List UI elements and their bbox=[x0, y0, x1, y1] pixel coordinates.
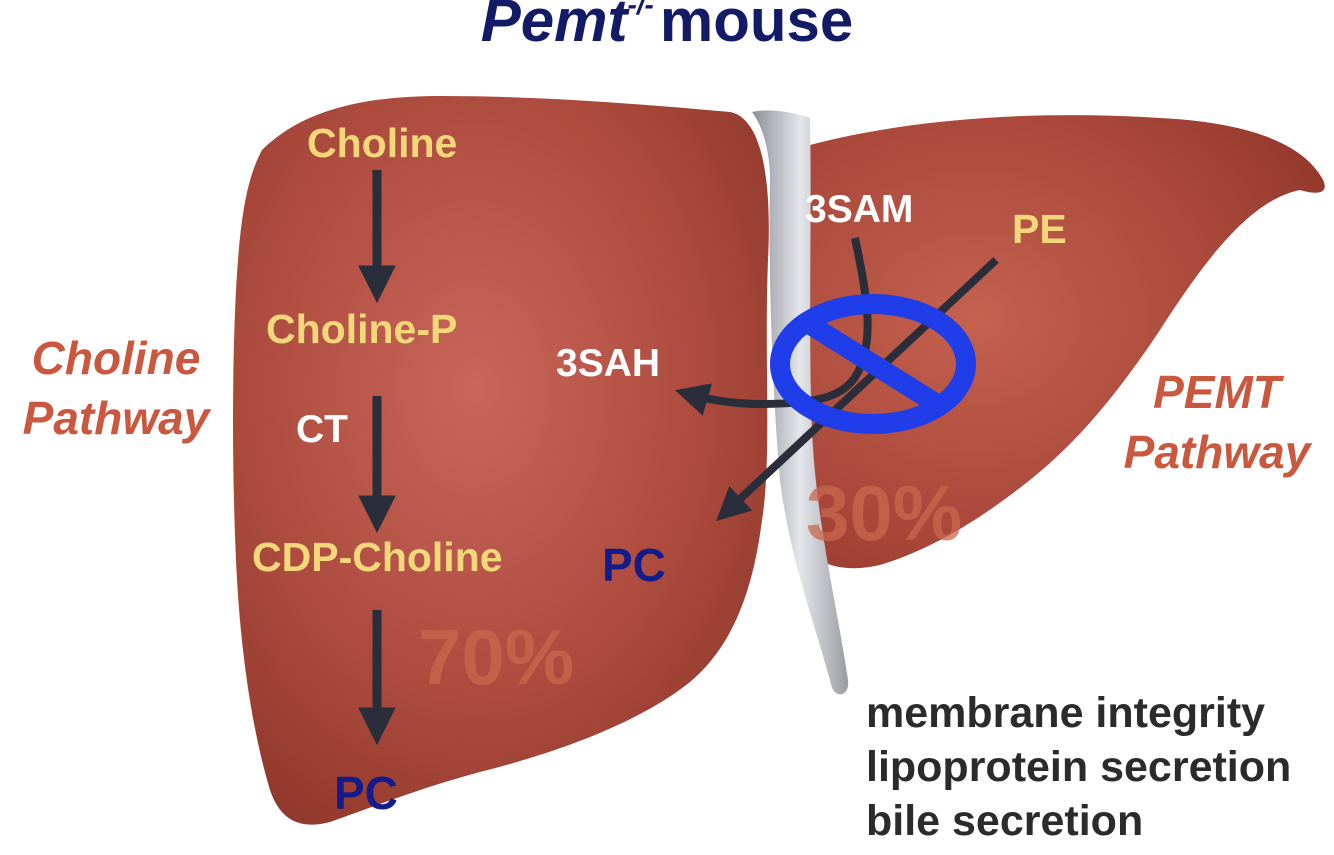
choline-label: Choline bbox=[307, 120, 458, 166]
choline-pathway-label: Choline Pathway bbox=[22, 332, 210, 444]
pemt-pathway-percent: 30% bbox=[806, 469, 963, 557]
pemt-pathway-label: PEMT Pathway bbox=[1123, 366, 1311, 478]
page-title: Pemt-/-mouse bbox=[480, 0, 854, 54]
function-item: lipoprotein secretion bbox=[866, 743, 1292, 791]
pe-label: PE bbox=[1012, 206, 1067, 252]
sam-label: 3SAM bbox=[805, 188, 914, 231]
liver-right-lobe bbox=[786, 115, 1325, 569]
sah-label: 3SAH bbox=[556, 342, 661, 385]
cdp-choline-label: CDP-Choline bbox=[252, 534, 503, 580]
functions-list: membrane integrity lipoprotein secretion… bbox=[866, 686, 1291, 848]
blocked-enzyme-icon bbox=[770, 294, 976, 434]
pc-product-choline-label: PC bbox=[334, 767, 398, 819]
function-item: membrane integrity bbox=[866, 689, 1266, 737]
pe-to-pc-arrow bbox=[716, 257, 999, 522]
pc-product-pemt-label: PC bbox=[602, 539, 666, 591]
choline-phosphate-label: Choline-P bbox=[266, 306, 458, 352]
ct-enzyme-label: CT bbox=[296, 408, 348, 451]
function-item: bile secretion bbox=[866, 797, 1144, 845]
choline-pathway-percent: 70% bbox=[418, 613, 575, 701]
